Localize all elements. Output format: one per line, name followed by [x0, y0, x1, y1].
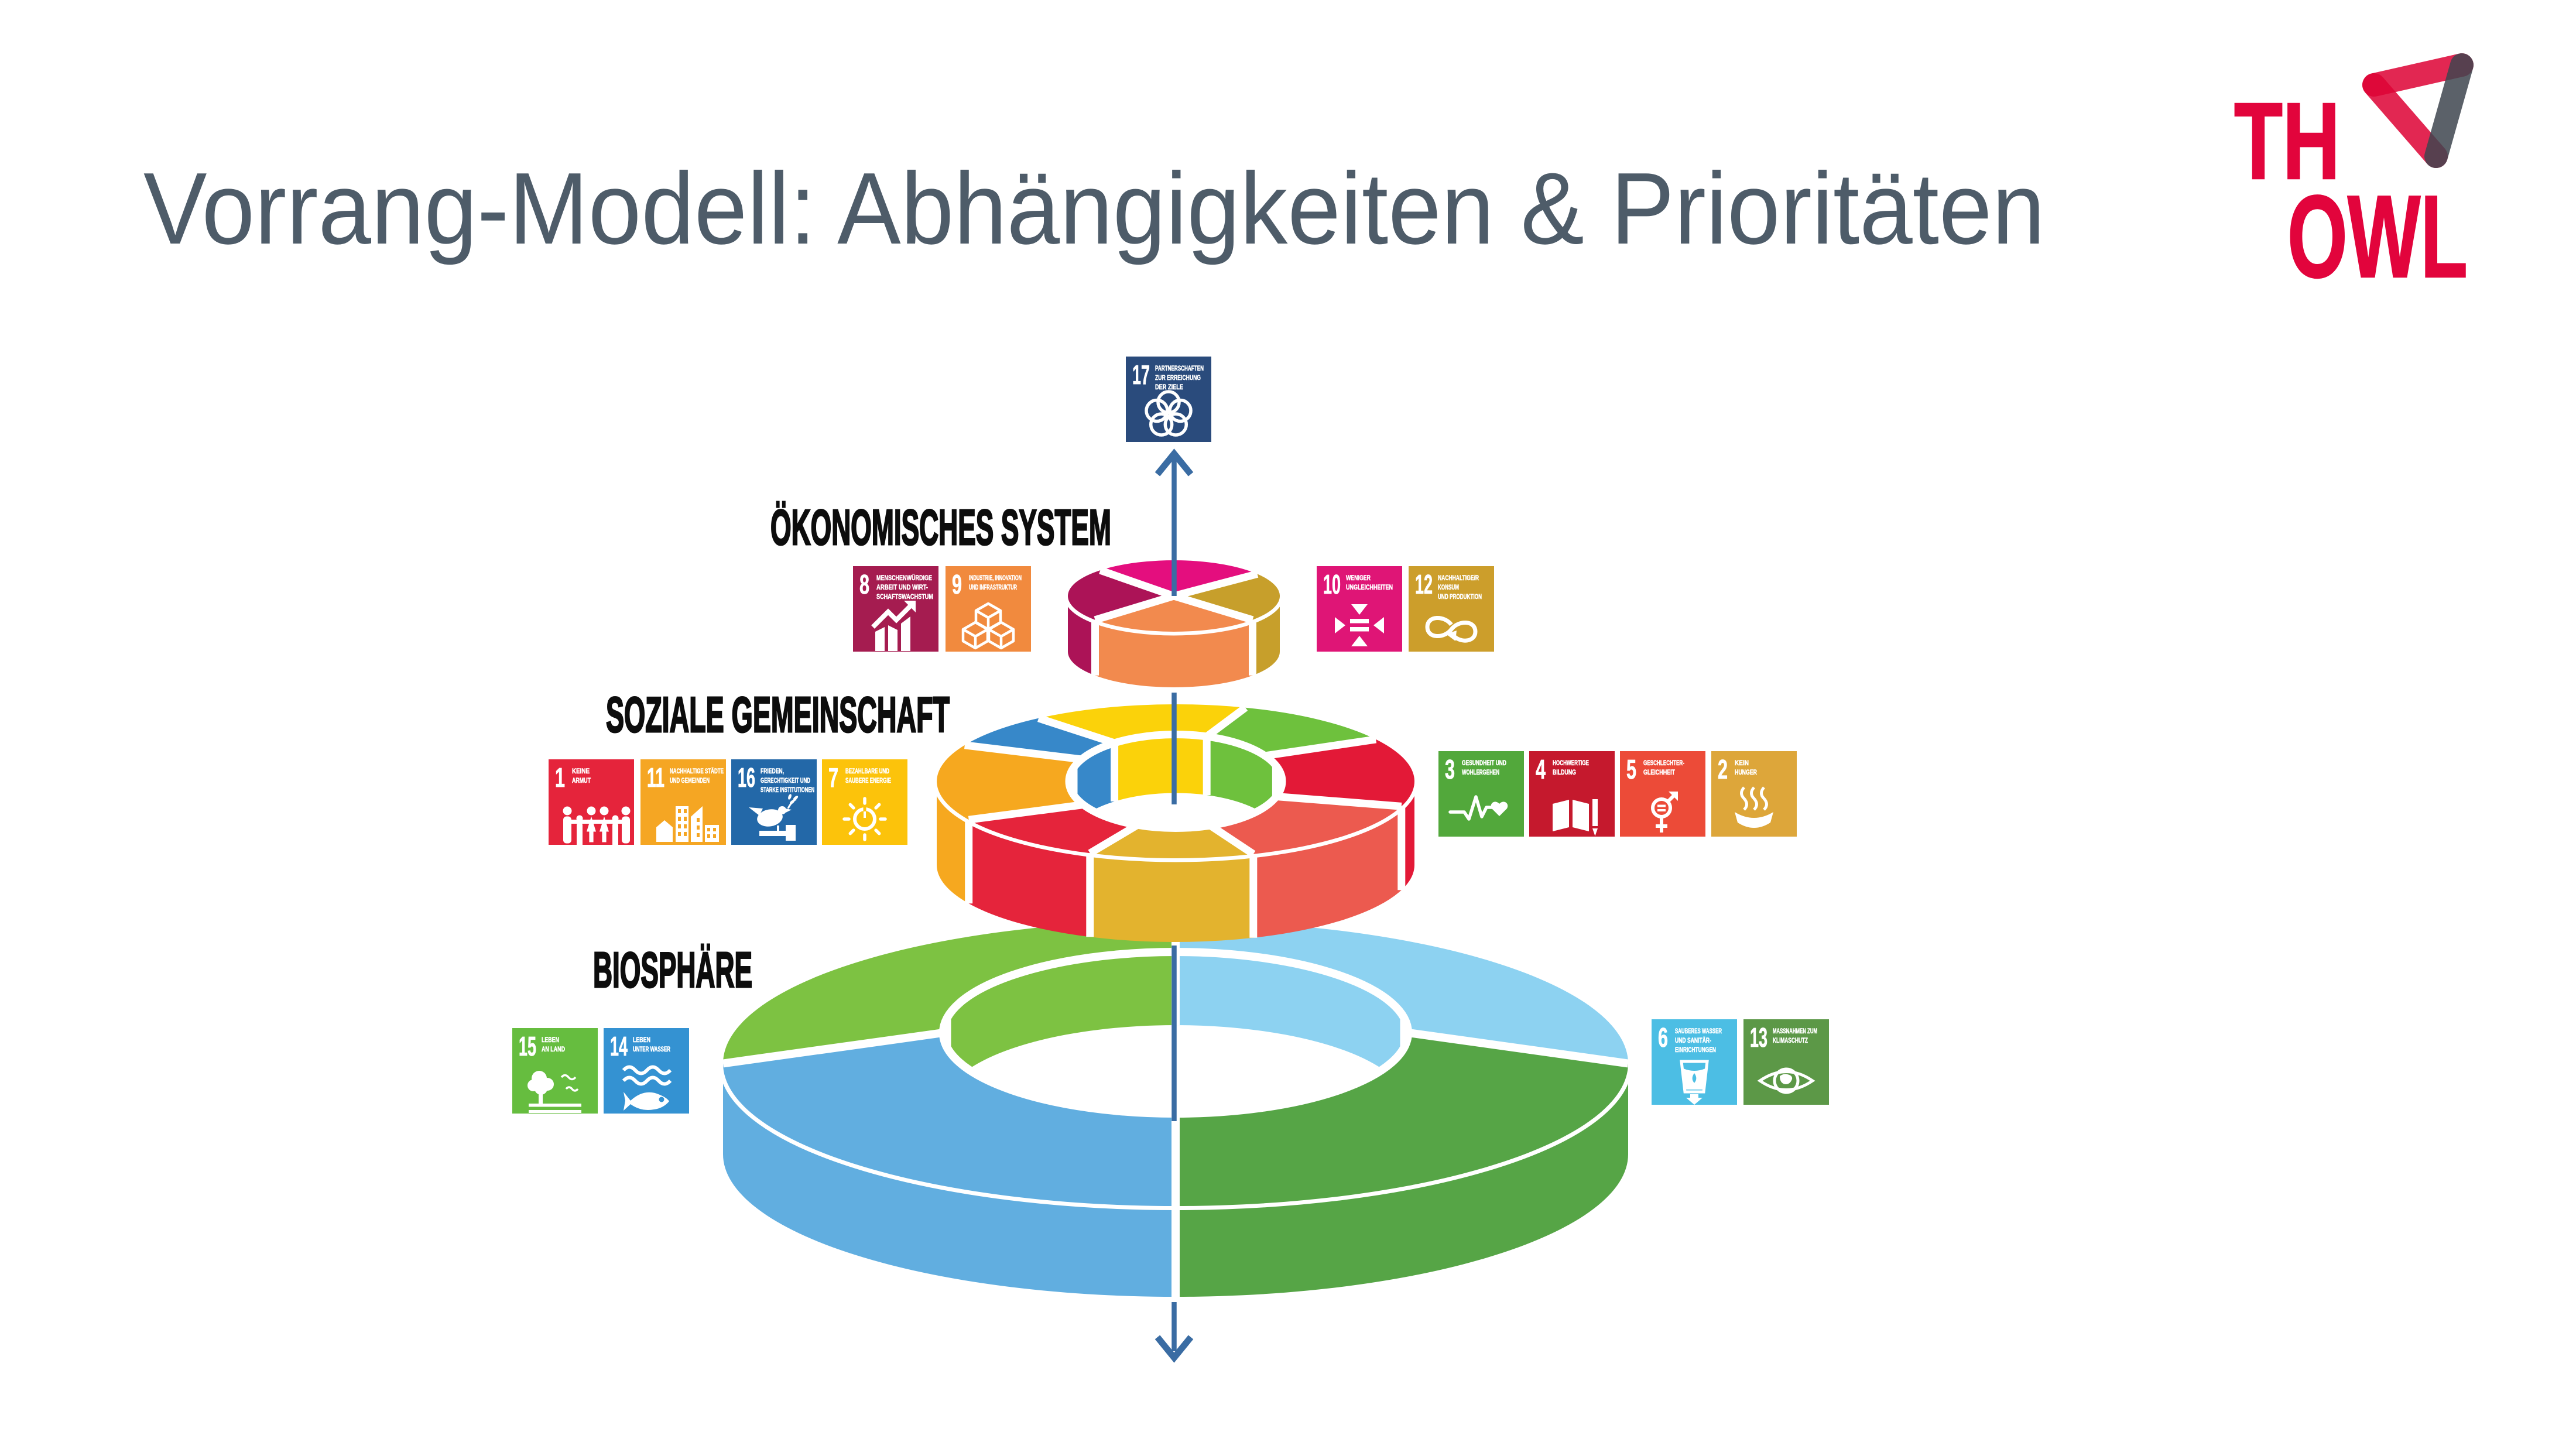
svg-text:AN LAND: AN LAND: [542, 1046, 565, 1053]
svg-text:BEZAHLBARE UND: BEZAHLBARE UND: [845, 768, 889, 775]
svg-text:BILDUNG: BILDUNG: [1553, 769, 1576, 776]
svg-text:GESUNDHEIT UND: GESUNDHEIT UND: [1462, 760, 1506, 767]
svg-text:EINRICHTUNGEN: EINRICHTUNGEN: [1675, 1047, 1716, 1054]
svg-text:6: 6: [1658, 1022, 1668, 1053]
svg-text:KEINE: KEINE: [572, 768, 590, 775]
svg-text:NACHHALTIGE STÄDTE: NACHHALTIGE STÄDTE: [670, 768, 724, 775]
svg-text:4: 4: [1536, 754, 1546, 785]
svg-text:SOZIALE GEMEINSCHAFT: SOZIALE GEMEINSCHAFT: [606, 687, 950, 743]
svg-text:8: 8: [859, 569, 869, 600]
svg-text:WENIGER: WENIGER: [1346, 575, 1371, 582]
svg-text:15: 15: [519, 1031, 536, 1061]
svg-text:SAUBERE ENERGIE: SAUBERE ENERGIE: [845, 777, 891, 785]
svg-text:HOCHWERTIGE: HOCHWERTIGE: [1553, 760, 1589, 767]
svg-text:FRIEDEN,: FRIEDEN,: [761, 768, 784, 775]
svg-text:ÖKONOMISCHES SYSTEM: ÖKONOMISCHES SYSTEM: [770, 500, 1111, 556]
svg-text:2: 2: [1718, 754, 1728, 785]
svg-text:10: 10: [1323, 569, 1341, 600]
svg-text:DER ZIELE: DER ZIELE: [1155, 384, 1183, 391]
svg-text:KEIN: KEIN: [1735, 760, 1749, 767]
svg-text:UNGLEICHHEITEN: UNGLEICHHEITEN: [1346, 584, 1393, 591]
svg-text:12: 12: [1415, 569, 1433, 600]
svg-text:17: 17: [1132, 359, 1150, 390]
svg-text:INDUSTRIE, INNOVATION: INDUSTRIE, INNOVATION: [969, 575, 1022, 582]
svg-text:UND SANITÄR-: UND SANITÄR-: [1675, 1037, 1711, 1044]
svg-text:KLIMASCHUTZ: KLIMASCHUTZ: [1773, 1037, 1808, 1044]
svg-text:14: 14: [610, 1031, 628, 1061]
svg-text:9: 9: [952, 569, 962, 600]
svg-text:GESCHLECHTER-: GESCHLECHTER-: [1643, 760, 1684, 767]
svg-text:7: 7: [828, 762, 838, 793]
svg-text:1: 1: [555, 762, 565, 793]
svg-text:LEBEN: LEBEN: [542, 1037, 559, 1044]
svg-text:UND GEMEINDEN: UND GEMEINDEN: [670, 777, 710, 785]
svg-text:STARKE INSTITUTIONEN: STARKE INSTITUTIONEN: [761, 787, 814, 794]
svg-text:LEBEN: LEBEN: [633, 1037, 650, 1044]
svg-text:UND INFRASTRUKTUR: UND INFRASTRUKTUR: [969, 584, 1017, 591]
svg-text:HUNGER: HUNGER: [1735, 769, 1758, 776]
svg-text:MASSNAHMEN ZUM: MASSNAHMEN ZUM: [1773, 1028, 1817, 1035]
svg-text:SCHAFTSWACHSTUM: SCHAFTSWACHSTUM: [876, 594, 933, 601]
svg-text:16: 16: [738, 762, 755, 793]
svg-text:SAUBERES WASSER: SAUBERES WASSER: [1675, 1028, 1722, 1035]
svg-text:GERECHTIGKEIT UND: GERECHTIGKEIT UND: [761, 777, 810, 785]
svg-text:TH: TH: [2234, 81, 2340, 202]
svg-text:NACHHALTIGE/R: NACHHALTIGE/R: [1438, 575, 1479, 582]
svg-text:WOHLERGEHEN: WOHLERGEHEN: [1462, 769, 1499, 776]
svg-text:MENSCHENWÜRDIGE: MENSCHENWÜRDIGE: [876, 574, 932, 582]
svg-text:UNTER WASSER: UNTER WASSER: [633, 1046, 670, 1053]
svg-text:PARTNERSCHAFTEN: PARTNERSCHAFTEN: [1155, 365, 1204, 372]
svg-text:UND PRODUKTION: UND PRODUKTION: [1438, 594, 1482, 601]
svg-text:ARMUT: ARMUT: [572, 777, 591, 785]
svg-text:ZUR ERREICHUNG: ZUR ERREICHUNG: [1155, 375, 1201, 382]
svg-text:GLEICHHEIT: GLEICHHEIT: [1643, 769, 1675, 776]
svg-text:OWL: OWL: [2287, 172, 2468, 302]
svg-text:5: 5: [1626, 754, 1636, 785]
svg-text:BIOSPHÄRE: BIOSPHÄRE: [593, 943, 752, 998]
svg-text:13: 13: [1750, 1022, 1767, 1053]
svg-text:KONSUM: KONSUM: [1438, 584, 1459, 591]
svg-text:11: 11: [647, 762, 664, 793]
svg-text:Vorrang-Modell: Abhängigkeiten: Vorrang-Modell: Abhängigkeiten & Priorit…: [143, 151, 2045, 265]
svg-text:3: 3: [1445, 754, 1455, 785]
svg-text:ARBEIT UND WIRT-: ARBEIT UND WIRT-: [876, 584, 928, 591]
